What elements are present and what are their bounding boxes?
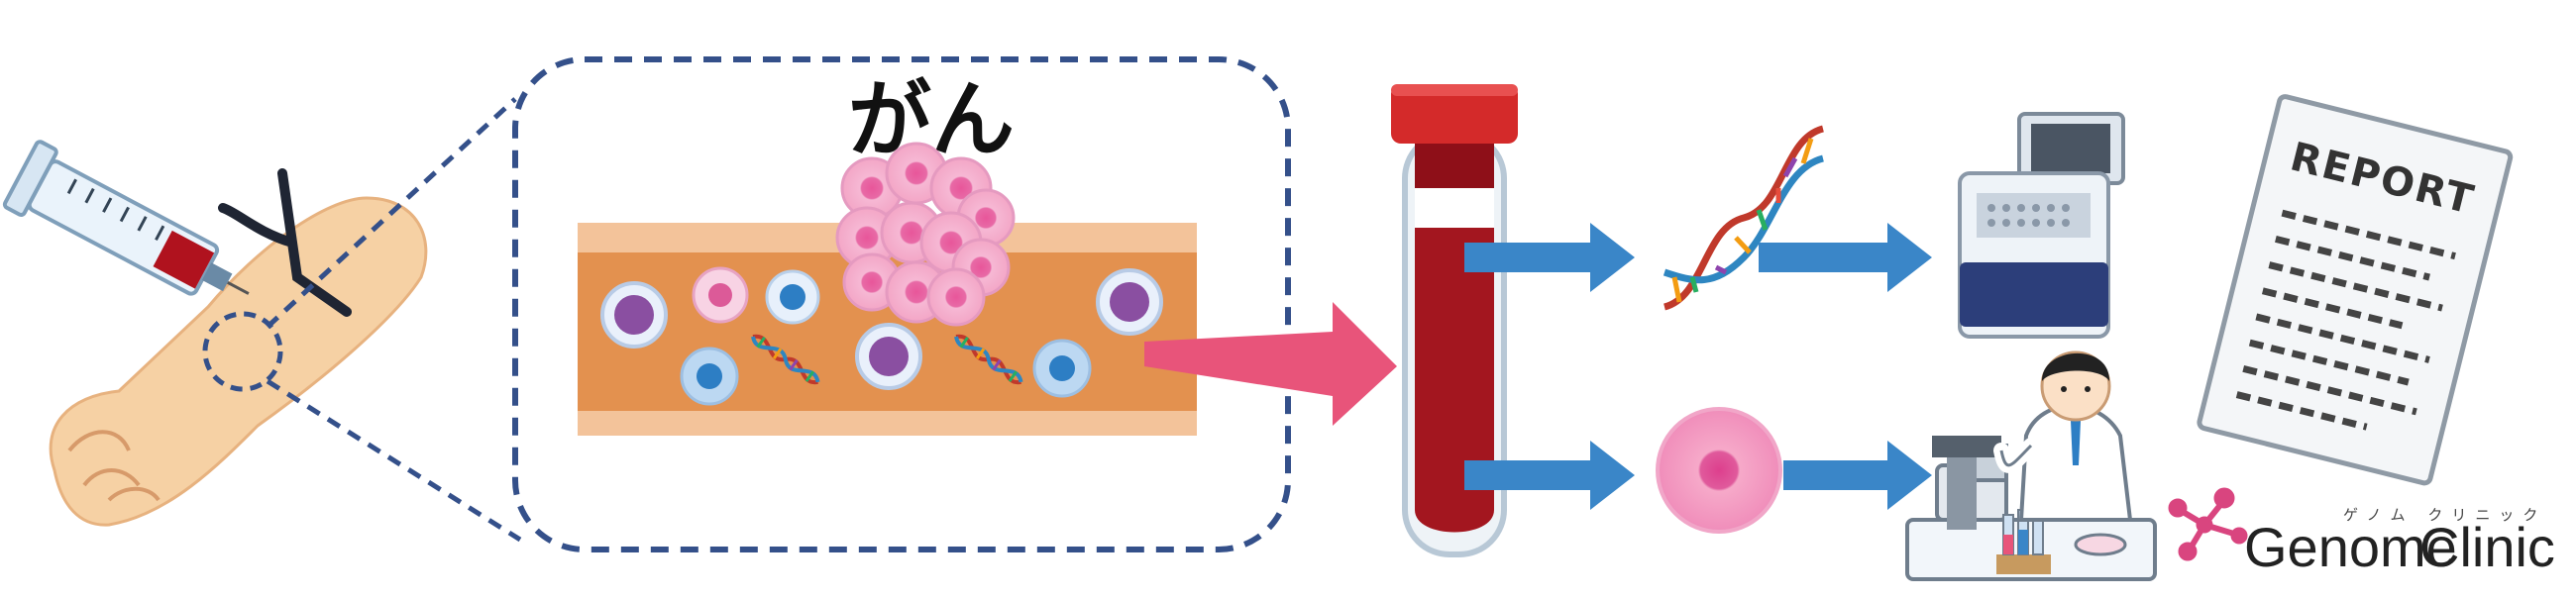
purple-cell-2: [855, 323, 922, 390]
puncture-site-circle: [202, 311, 283, 392]
blue-cell-2: [680, 347, 739, 406]
blue-cell-3: [1032, 339, 1092, 398]
zoom-line-top: [266, 97, 517, 329]
syringe-icon: [2, 140, 250, 296]
blue-cell-1: [765, 269, 820, 325]
arm-illustration: [2, 140, 428, 527]
petri-dish-icon: [2074, 533, 2127, 556]
pink-arrow: [1144, 302, 1397, 426]
blood-tube-icon: [1391, 84, 1518, 557]
blue-arrow-lower-2: [1783, 441, 1932, 510]
microscope-icon: [1932, 436, 2008, 530]
tourniquet: [218, 168, 352, 317]
vessel-zoom-panel: がん: [512, 56, 1291, 552]
genome-clinic-logo: ゲノム クリニック Genome Clinic: [2168, 487, 2555, 578]
dna-fragment-icon-2: [954, 334, 1023, 384]
pink-cell-1: [692, 266, 749, 324]
logo-word-genome: Genome: [2244, 516, 2457, 578]
dashed-panel-border: [512, 56, 1291, 552]
dna-helix-icon: [1663, 125, 1825, 311]
scientist-microscope-icon: [1905, 350, 2157, 581]
zoom-line-bottom: [266, 378, 522, 543]
report-document: REPORT: [2197, 94, 2514, 486]
tumor-cluster: [835, 142, 1016, 327]
sequencer-machine-icon: [1958, 112, 2125, 339]
logo-mark-icon: [2168, 487, 2248, 561]
tumor-cell-icon: [1656, 407, 1782, 534]
hand-fingers: [67, 430, 161, 502]
blue-arrow-upper-2: [1759, 223, 1932, 292]
blue-arrow-upper-1: [1464, 223, 1635, 292]
dna-fragment-icon-1: [751, 334, 820, 384]
scientist-icon: [1993, 350, 2133, 522]
logo-word-clinic: Clinic: [2419, 516, 2555, 578]
purple-cell-3: [1096, 268, 1163, 336]
vessel-wall-bottom: [578, 411, 1197, 436]
arm: [49, 196, 428, 527]
blue-arrow-lower-1: [1464, 441, 1635, 510]
purple-cell-1: [600, 281, 668, 349]
report-text-lines: [2235, 209, 2456, 431]
logo-kana: ゲノム クリニック: [2343, 506, 2546, 524]
